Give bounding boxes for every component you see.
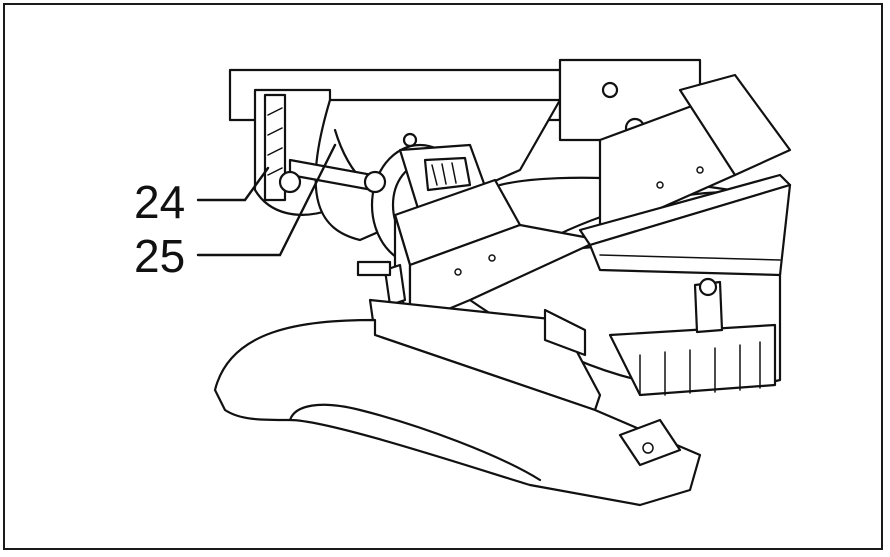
saw-base	[213, 298, 702, 507]
callout-24: 24	[134, 166, 270, 228]
fence-left	[356, 178, 602, 327]
leader-line-25	[196, 143, 337, 257]
fence-right	[578, 173, 792, 277]
callout-25: 25	[134, 143, 337, 282]
callout-label-24: 24	[134, 176, 185, 228]
blade-guard	[558, 58, 792, 237]
callout-label-25: 25	[134, 230, 185, 282]
leader-line-24	[196, 166, 270, 202]
